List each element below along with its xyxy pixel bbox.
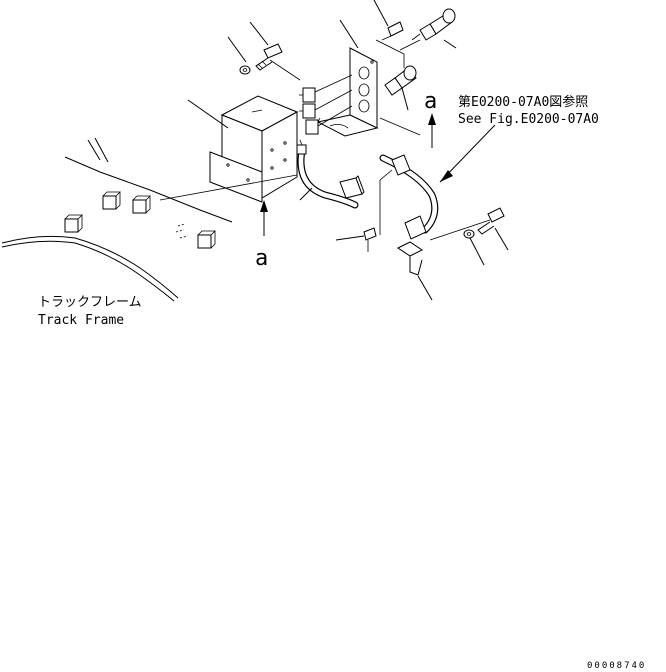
clip (397, 241, 423, 276)
ref-note-japanese: 第E0200-07A0図参照 (458, 94, 588, 110)
leader-hose (299, 187, 313, 201)
block-2 (132, 195, 151, 214)
leader-clip (417, 275, 433, 301)
washer-1 (239, 65, 251, 75)
washer-bottom (463, 229, 475, 239)
hose-clamp-top (379, 154, 411, 181)
bracket-plate (316, 47, 379, 137)
leader-switch-top (443, 39, 457, 49)
block-3 (64, 214, 83, 233)
hose-connector (339, 175, 365, 199)
leader-switch-mid (401, 87, 409, 111)
ref-note-english: See Fig.E0200-07A0 (458, 112, 599, 127)
pressure-switch-mid (384, 65, 417, 96)
leader-bolt-1 (249, 21, 269, 46)
pressure-switch-top (411, 8, 456, 41)
cover-box (209, 95, 299, 203)
block-1 (102, 191, 121, 210)
bolt-bottom-left (363, 227, 377, 252)
view-arrow-upper (428, 113, 436, 148)
ref-arrow (439, 124, 496, 183)
bolt-1 (255, 43, 283, 71)
screw-top (381, 21, 404, 41)
track-frame-outline (1, 137, 233, 302)
leader-washer-bottom (469, 237, 485, 266)
track-frame-japanese: トラックフレーム (38, 295, 142, 310)
explode-line-bottom (429, 219, 491, 241)
block-4 (197, 230, 216, 249)
hose (296, 139, 439, 234)
leader-washer-1 (227, 36, 247, 63)
switch-assembly (299, 74, 353, 135)
leader-screw-top (373, 0, 389, 27)
bolt-bottom-right (477, 207, 505, 235)
drawing-number: 00008740 (587, 661, 646, 671)
leader-bolt-bottom-right (494, 227, 509, 251)
leader-bracket (339, 19, 359, 49)
view-mark-upper: a (424, 89, 437, 114)
leader-bolt-bottom (335, 235, 365, 241)
view-arrow-lower (260, 200, 268, 236)
track-frame-english: Track Frame (38, 313, 124, 328)
leader-cover (187, 99, 229, 129)
frame-blocks (64, 191, 216, 249)
view-mark-lower: a (255, 246, 268, 271)
hose-clamp-bottom (404, 215, 427, 240)
explode-lines (159, 39, 421, 235)
